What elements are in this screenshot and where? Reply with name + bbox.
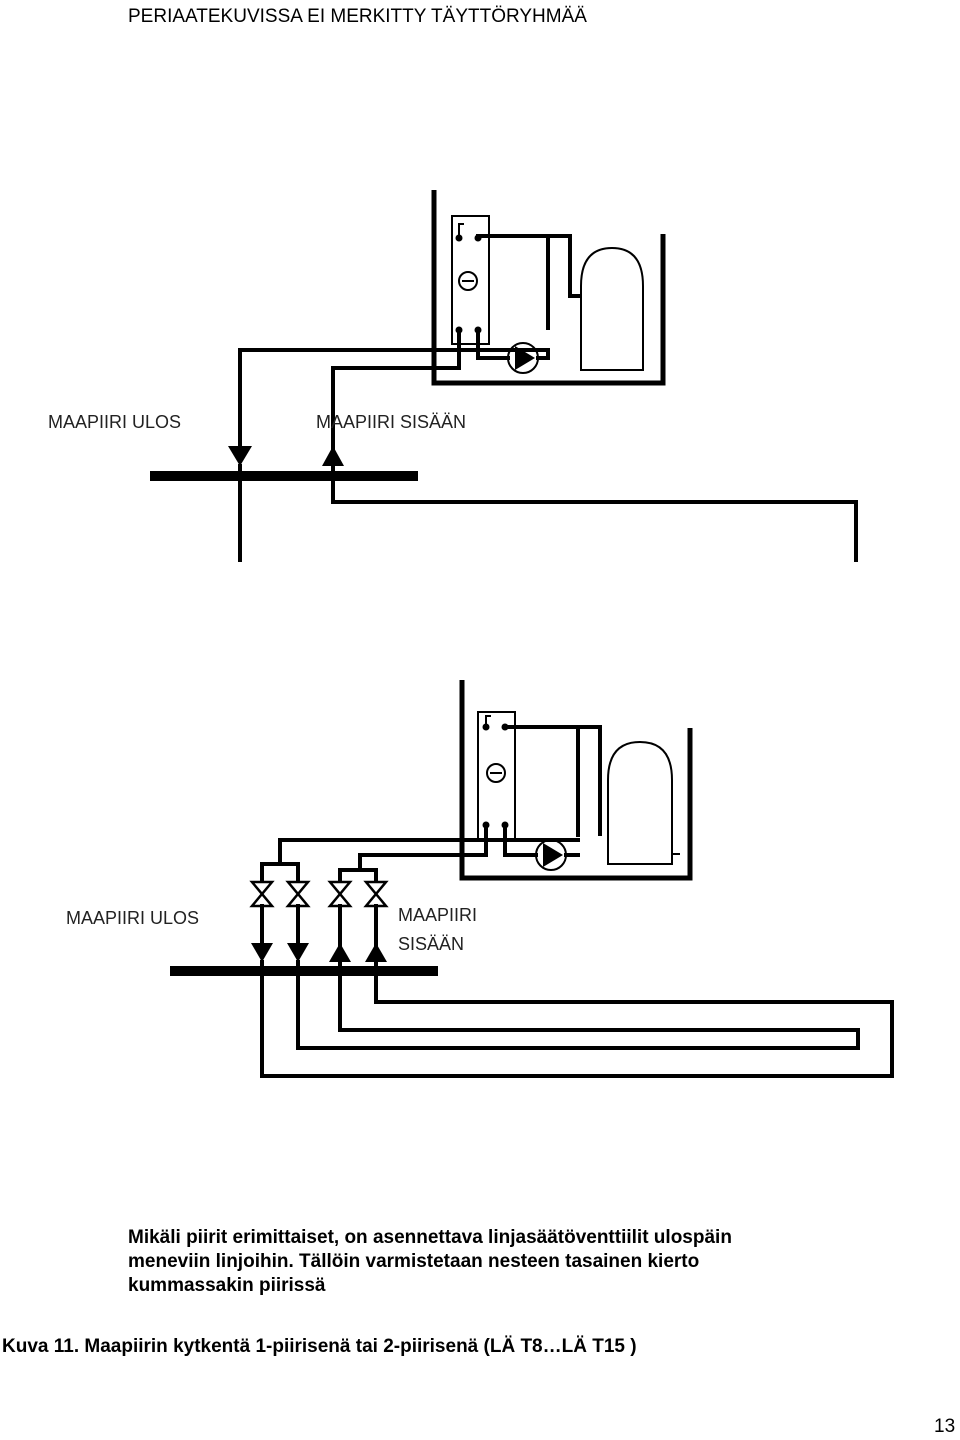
storage-tank-2 [607,740,673,865]
figure-caption: Kuva 11. Maapiirin kytkentä 1-piirisenä … [2,1336,637,1357]
flow-in-arrow-icon [365,943,387,962]
installation-note: Mikäli piirit erimittaiset, on asennetta… [128,1226,928,1298]
heatpump-cabinet-1 [431,190,666,386]
ground-loop-in-1 [331,464,858,562]
gauge-icon [458,271,478,291]
note-line-3: kummassakin piirissä [128,1275,326,1296]
diagram1-label-out: MAAPIIRI ULOS [48,412,182,432]
flow-in-arrow-icon [329,943,351,962]
diagram1-label-in: MAAPIIRI SISÄÄN [316,412,467,432]
note-line-2: meneviin linjoihin. Tällöin varmistetaan… [128,1251,700,1272]
ground-level-2 [170,966,438,976]
flow-in-arrow-icon [322,446,344,466]
ground-level-1 [150,471,418,481]
flow-out-arrow-icon [251,943,273,962]
balancing-valve-icon [363,880,389,908]
diagram2-label-in-line2: SISÄÄN [398,934,465,954]
diagram2-label-in-line1: MAAPIIRI [398,905,478,925]
diagram2-label-out: MAAPIIRI ULOS [66,908,200,928]
heatpump-cabinet-2 [459,680,693,881]
manifold-out [260,838,580,882]
manifold-in [338,823,488,882]
balancing-valve-icon [285,880,311,908]
ground-loop-b [296,960,860,1050]
note-line-1: Mikäli piirit erimittaiset, on asennetta… [128,1227,732,1248]
flow-out-arrow-icon [228,446,252,466]
heat-exchanger-1 [451,215,490,345]
balancing-valve-icon [327,880,353,908]
page-number: 13 [934,1416,956,1437]
ground-loop-a [260,960,894,1078]
flow-out-arrow-icon [287,943,309,962]
gauge-icon [486,763,506,783]
page-heading: PERIAATEKUVISSA EI MERKITTY TÄYTTÖRYHMÄÄ [128,6,587,27]
balancing-valve-icon [249,880,275,908]
storage-tank-1 [580,246,644,371]
heat-exchanger-2 [477,711,516,841]
